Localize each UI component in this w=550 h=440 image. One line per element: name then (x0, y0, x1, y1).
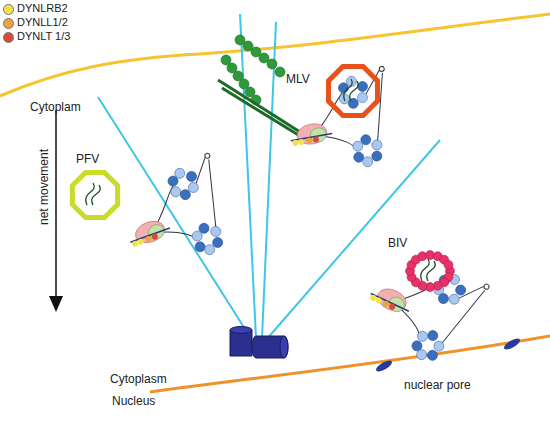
virus-capsid: MLV (324, 62, 382, 120)
capsid-shape (68, 168, 122, 222)
virus-name: PFV (76, 152, 99, 166)
virus-name: BIV (388, 236, 407, 250)
region-label: Nucleus (112, 394, 155, 408)
arrow-label: net movement (37, 149, 51, 225)
region-label: Cytoplam (30, 100, 81, 114)
viral-genome (344, 79, 358, 101)
legend-swatch (3, 4, 14, 15)
capsid-outline (406, 251, 455, 292)
capsid-shape (402, 246, 458, 296)
legend-text: DYNLRB2 (17, 2, 68, 14)
structure-label: nuclear pore (404, 378, 471, 392)
viral-genome (421, 259, 435, 281)
capsid-bead (444, 260, 453, 269)
capsid-shape (324, 62, 382, 120)
virus-capsid: PFV (68, 168, 122, 222)
capsid-outline (329, 67, 378, 116)
legend-text: DYNLT 1/3 (17, 30, 70, 42)
virus-name: MLV (286, 72, 310, 86)
legend-swatch (3, 32, 14, 43)
region-label: Cytoplasm (110, 372, 167, 386)
legend-swatch (3, 18, 14, 29)
legend-text: DYNLL1/2 (17, 16, 68, 28)
viral-genome (86, 183, 100, 205)
capsid-outline (72, 172, 117, 217)
virus-capsid: BIV (402, 246, 458, 296)
